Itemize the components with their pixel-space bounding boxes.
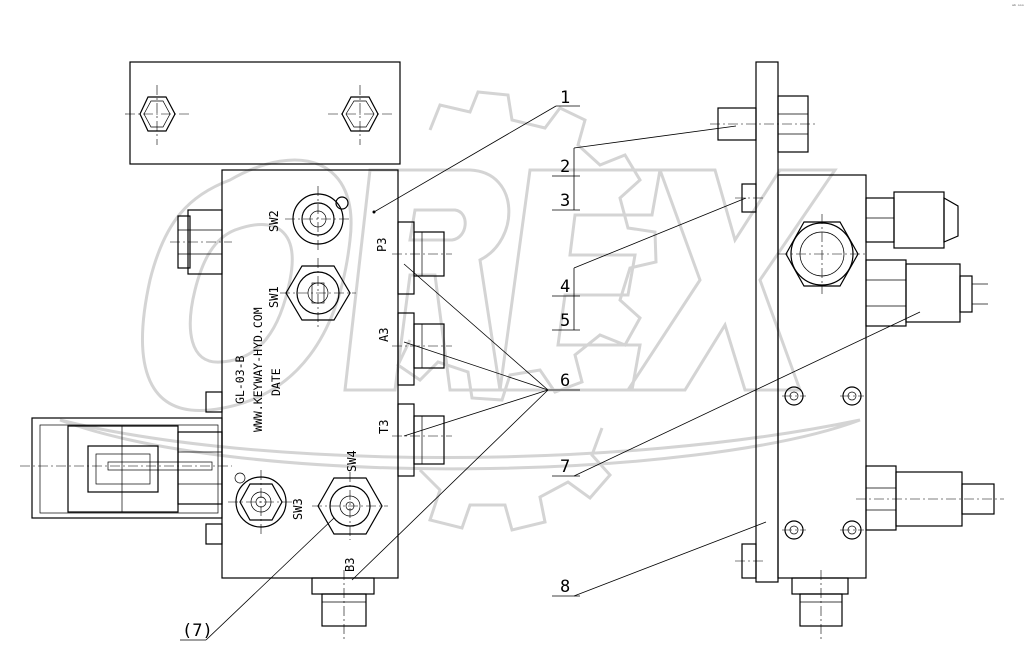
plug-left-2 [205,523,223,545]
valve-labels: SW2 SW1 SW3 SW4 [267,210,359,520]
bracket-bolt-right [328,85,395,145]
watermark-letter-x [625,168,838,392]
side-valve-lower [856,465,1004,531]
plate-screw-lower [735,543,765,579]
side-hex-plug [778,214,868,294]
callout-8: 8 [560,577,570,597]
mounting-hole-3 [782,520,806,540]
side-valve-upper [865,191,959,249]
mounting-bracket [129,61,401,165]
watermark-letter-e [498,168,662,392]
side-fitting-upper [170,209,232,275]
plug-left-1 [205,391,223,413]
label-t3: T3 [377,420,391,434]
label-a3: A3 [377,328,391,342]
callout-7-ref: (7) [182,621,213,641]
watermark [59,90,861,532]
solenoid-coil [20,417,232,519]
model-number: GL-03-B [233,355,247,404]
port-labels: P3 A3 T3 B3 [343,238,391,572]
cartridge-sw2 [285,186,352,252]
cartridge-sw1 [280,258,356,330]
body-marking: GL-03-B WWW.KEYWAY-HYD.COM DATE [233,307,283,432]
side-valve-middle [865,259,988,327]
label-b3: B3 [343,558,357,572]
port-fitting-t3 [392,403,452,477]
callout-4: 4 [560,277,570,297]
callout-7: 7 [560,457,570,477]
label-p3: P3 [375,238,389,252]
watermark-gear [396,90,658,402]
watermark-letter-o [141,158,353,413]
watermark-swoosh [59,418,861,471]
mounting-hole-1 [782,386,806,406]
side-view [710,61,1004,640]
watermark-gear-bottom [418,427,613,532]
side-bottom-port [791,570,849,640]
label-sw4: SW4 [345,450,359,472]
leader-lines [180,105,921,641]
label-sw1: SW1 [267,286,281,308]
plate-bolt-top [710,95,818,153]
corner-mark: ᵃᵇ ᵒᵒᵒ [1012,4,1024,10]
label-sw2: SW2 [267,210,281,232]
callout-6: 6 [560,371,570,391]
bracket-bolt-left [125,85,190,145]
callout-labels: 1 2 3 4 5 6 7 8 (7) [182,88,570,641]
mounting-hole-4 [840,520,864,540]
callout-2: 2 [560,157,570,177]
label-sw3: SW3 [291,498,305,520]
port-fitting-p3 [392,221,452,295]
date-marking: DATE [269,368,283,396]
cartridge-sw3 [228,470,294,534]
callout-5: 5 [560,311,570,331]
plate-screw-upper [735,183,765,213]
mounting-hole-2 [840,386,864,406]
front-view [20,61,452,640]
callout-3: 3 [560,191,570,211]
watermark-letter-r [343,168,511,392]
cartridge-sw4 [312,472,388,540]
port-fitting-a3 [392,312,452,386]
callout-1: 1 [560,88,570,108]
port-fitting-b3 [311,570,375,640]
website-marking: WWW.KEYWAY-HYD.COM [251,307,265,432]
